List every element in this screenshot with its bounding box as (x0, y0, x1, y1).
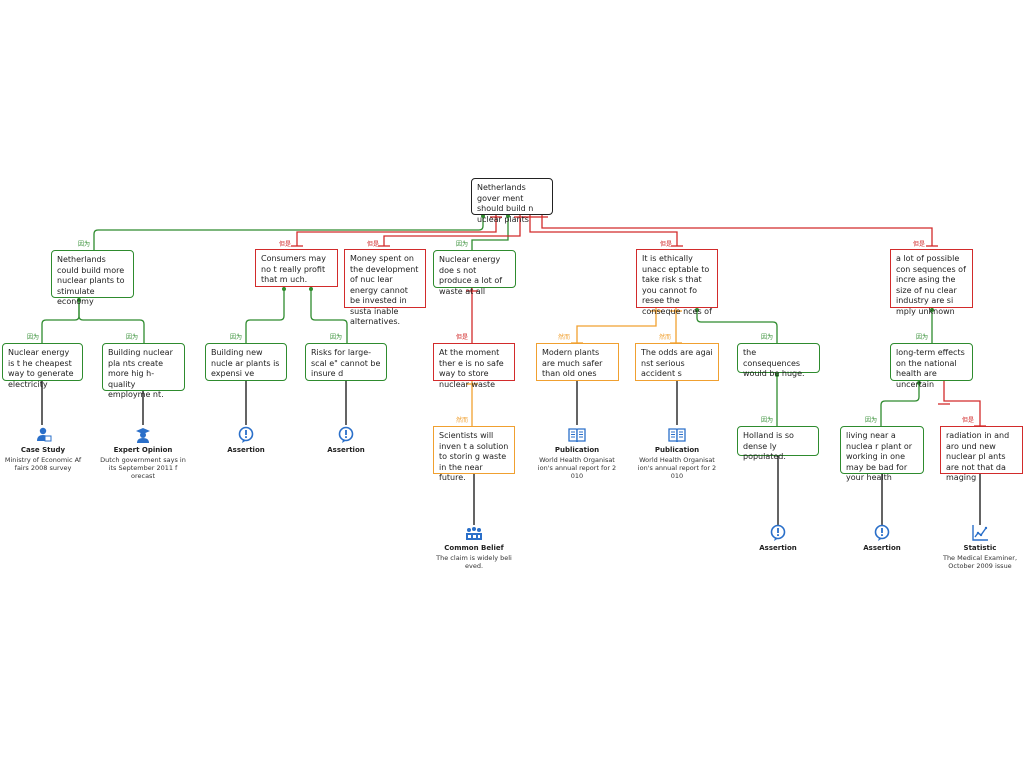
objection-unknown-consequences[interactable]: a lot of possible con sequences of incre… (890, 249, 973, 316)
objection-money-spent[interactable]: Money spent on the development of nuc le… (344, 249, 426, 326)
reason-living-near-plant[interactable]: living near a nuclea r plant or working … (840, 426, 924, 482)
link-label-because: 因为 (27, 334, 40, 341)
assertion-icon (238, 426, 254, 443)
link-label-because: 因为 (916, 334, 929, 341)
publication-icon (568, 428, 586, 443)
link-label-but: 但是 (367, 241, 380, 248)
evidence-type: Assertion (863, 544, 901, 552)
evidence-expert-opinion[interactable]: Expert Opinion Dutch government says in … (98, 426, 188, 480)
reason-economy[interactable]: Netherlands could build more nuclear pla… (51, 250, 134, 306)
case-study-icon (37, 427, 52, 442)
evidence-description: The claim is widely beli eved. (436, 554, 512, 570)
link-label-because: 因为 (230, 334, 243, 341)
reason-employment[interactable]: Building nuclear pla nts create more hig… (102, 343, 185, 399)
link-label-however: 然而 (659, 334, 672, 341)
link-label-but: 但是 (962, 417, 975, 424)
rebuttal-scientists-solution[interactable]: Scientists will inven t a solution to st… (433, 426, 515, 482)
link-label-because: 因为 (761, 334, 774, 341)
evidence-type: Statistic (963, 544, 997, 552)
evidence-type: Publication (654, 446, 700, 454)
link-label-but: 但是 (660, 241, 673, 248)
reason-little-waste[interactable]: Nuclear energy doe s not produce a lot o… (433, 250, 516, 296)
evidence-description: Dutch government says in its September 2… (100, 456, 186, 480)
evidence-type: Common Belief (444, 544, 504, 552)
evidence-common-belief[interactable]: Common Belief The claim is widely beli e… (429, 524, 519, 570)
link-label-because: 因为 (78, 241, 91, 248)
reason-densely-populated[interactable]: Holland is so dense ly populated. (737, 426, 819, 461)
statistic-icon (972, 525, 988, 541)
publication-icon (668, 428, 686, 443)
evidence-description: The Medical Examiner, October 2009 issue (942, 554, 1018, 570)
rebuttal-modern-plants-safer[interactable]: Modern plants are much safer than old on… (536, 343, 619, 381)
objection-ethically-unacceptable[interactable]: It is ethically unacc eptable to take ri… (636, 249, 718, 316)
reason-consequences-huge[interactable]: the consequences would be huge. (737, 343, 820, 378)
link-label-because: 因为 (456, 241, 469, 248)
objection-consumers-profit[interactable]: Consumers may no t really profit that m … (255, 249, 338, 287)
reason-expensive[interactable]: Building new nucle ar plants is expensi … (205, 343, 287, 381)
evidence-assertion[interactable]: Assertion (733, 524, 823, 552)
evidence-type: Assertion (759, 544, 797, 552)
link-label-because: 因为 (761, 417, 774, 424)
rebuttal-odds-against-accidents[interactable]: The odds are agai nst serious accident s (635, 343, 719, 381)
link-label-because: 因为 (126, 334, 139, 341)
assertion-icon (770, 524, 786, 541)
reason-cheapest-electricity[interactable]: Nuclear energy is t he cheapest way to g… (2, 343, 83, 389)
link-label-because: 因为 (330, 334, 343, 341)
evidence-type: Assertion (227, 446, 265, 454)
expert-opinion-icon (136, 428, 150, 443)
objection-radiation-not-damaging[interactable]: radiation in and aro und new nuclear pl … (940, 426, 1023, 482)
evidence-assertion[interactable]: Assertion (837, 524, 927, 552)
objection-no-safe-storage[interactable]: At the moment ther e is no safe way to s… (433, 343, 515, 389)
evidence-assertion[interactable]: Assertion (201, 426, 291, 454)
reason-risks-uninsurable[interactable]: Risks for large-scal e" cannot be insure… (305, 343, 387, 381)
evidence-statistic[interactable]: Statistic The Medical Examiner, October … (935, 524, 1024, 570)
evidence-description: World Health Organisat ion's annual repo… (537, 456, 617, 480)
link-label-however: 然而 (558, 334, 571, 341)
common-belief-icon (466, 527, 482, 540)
evidence-type: Expert Opinion (113, 446, 173, 454)
evidence-case-study[interactable]: Case Study Ministry of Economic Af fairs… (0, 426, 88, 472)
link-label-however: 然而 (456, 417, 469, 424)
link-label-but: 但是 (279, 241, 292, 248)
evidence-publication[interactable]: Publication World Health Organisat ion's… (632, 426, 722, 480)
link-label-because: 因为 (865, 417, 878, 424)
assertion-icon (874, 524, 890, 541)
main-contention[interactable]: Netherlands gover ment should build n uc… (471, 178, 553, 224)
evidence-publication[interactable]: Publication World Health Organisat ion's… (532, 426, 622, 480)
evidence-type: Case Study (20, 446, 66, 454)
evidence-type: Publication (554, 446, 600, 454)
evidence-type: Assertion (327, 446, 365, 454)
evidence-description: World Health Organisat ion's annual repo… (637, 456, 717, 480)
link-label-but: 但是 (913, 241, 926, 248)
link-label-but: 但是 (456, 334, 469, 341)
assertion-icon (338, 426, 354, 443)
evidence-assertion[interactable]: Assertion (301, 426, 391, 454)
reason-health-uncertain[interactable]: long-term effects on the national health… (890, 343, 973, 389)
evidence-description: Ministry of Economic Af fairs 2008 surve… (4, 456, 82, 472)
